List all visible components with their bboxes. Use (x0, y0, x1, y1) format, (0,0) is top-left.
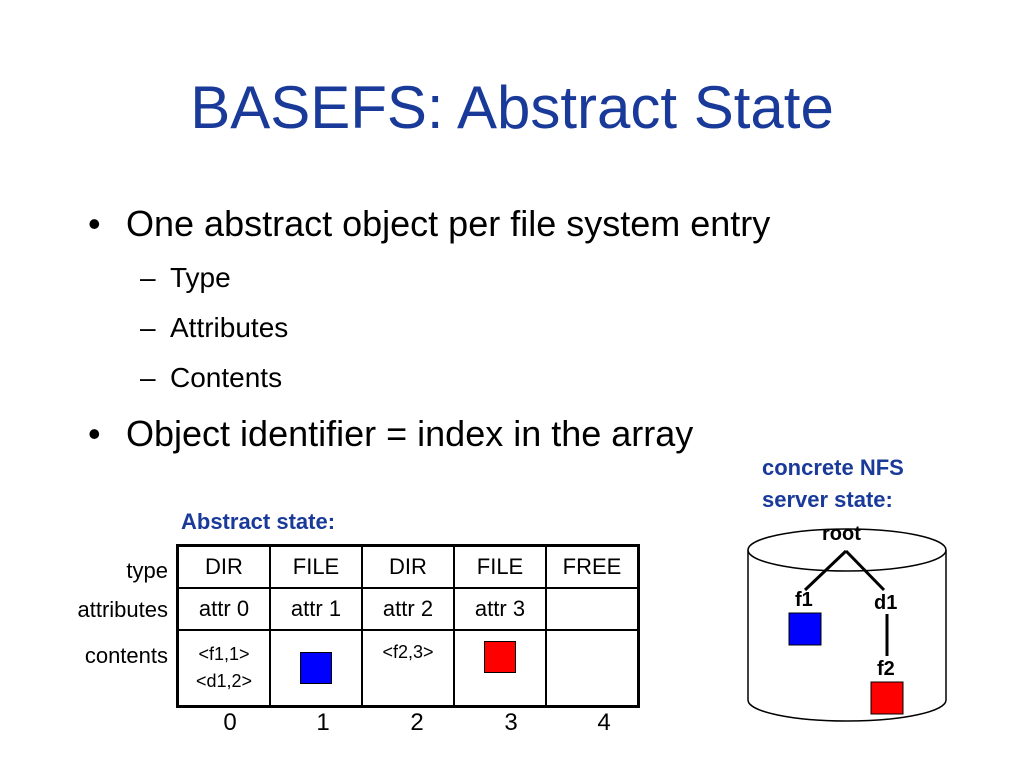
sub-bullet-text: Attributes (170, 312, 289, 343)
concrete-caption-line: server state: (762, 486, 893, 512)
storage-cylinder-icon (747, 528, 947, 722)
type-cell: DIR (176, 544, 271, 589)
red-file-square-icon (484, 640, 516, 673)
concrete-caption: concrete NFS server state: (762, 452, 904, 516)
f1-file-square-icon (788, 612, 822, 646)
attr-cell: attr 3 (453, 587, 547, 631)
node-label-f2: f2 (877, 658, 895, 680)
type-cell: FILE (453, 544, 547, 589)
attr-cell: attr 0 (176, 587, 271, 631)
sub-bullet-text: Type (170, 262, 231, 293)
index-label: 1 (316, 709, 330, 736)
type-cell: FILE (269, 544, 363, 589)
row-label-attributes: attributes (77, 597, 169, 622)
row-label-contents: contents (84, 643, 168, 668)
node-label-root: root (822, 523, 861, 545)
dash-icon: – (140, 362, 156, 393)
type-cell: FREE (545, 544, 640, 589)
attributes-row: attr 0 attr 1 attr 2 attr 3 (176, 587, 640, 631)
abstract-state-caption: Abstract state: (181, 509, 336, 534)
bullet-dot-icon: • (88, 413, 101, 454)
contents-cell (453, 629, 547, 708)
bullet-text: Object identifier = index in the array (126, 413, 694, 454)
type-row: DIR FILE DIR FILE FREE (176, 544, 640, 589)
contents-cell: <f1,1> <d1,2> (176, 629, 271, 708)
edge-root-d1 (844, 549, 886, 592)
abstract-state-table: DIR FILE DIR FILE FREE attr 0 attr 1 att… (176, 544, 640, 708)
attr-cell: attr 2 (361, 587, 455, 631)
contents-cell (269, 629, 363, 708)
attr-cell (545, 587, 640, 631)
bullet-text: One abstract object per file system entr… (126, 203, 771, 244)
dir-entry: <d1,2> (195, 671, 253, 691)
contents-row: <f1,1> <d1,2> <f2,3> (176, 629, 640, 708)
node-label-d1: d1 (874, 592, 898, 614)
row-label-type: type (126, 558, 168, 583)
edge-root-f1 (803, 549, 848, 592)
dash-icon: – (140, 312, 156, 343)
index-label: 4 (597, 709, 611, 736)
contents-cell (545, 629, 640, 708)
blue-file-square-icon (300, 652, 332, 684)
attr-cell: attr 1 (269, 587, 363, 631)
contents-cell: <f2,3> (361, 629, 455, 708)
dir-entry: <f1,1> (198, 644, 250, 664)
concrete-caption-line: concrete NFS (762, 455, 904, 480)
bullet-dot-icon: • (88, 203, 101, 244)
index-label: 2 (410, 709, 424, 736)
index-label: 0 (223, 709, 237, 736)
index-label: 3 (504, 709, 518, 736)
dash-icon: – (140, 262, 156, 293)
node-label-f1: f1 (795, 589, 813, 611)
f2-file-square-icon (870, 681, 904, 715)
type-cell: DIR (361, 544, 455, 589)
slide-title: BASEFS: Abstract State (190, 74, 834, 141)
dir-entry: <f2,3> (382, 642, 434, 662)
sub-bullet-text: Contents (170, 362, 283, 393)
